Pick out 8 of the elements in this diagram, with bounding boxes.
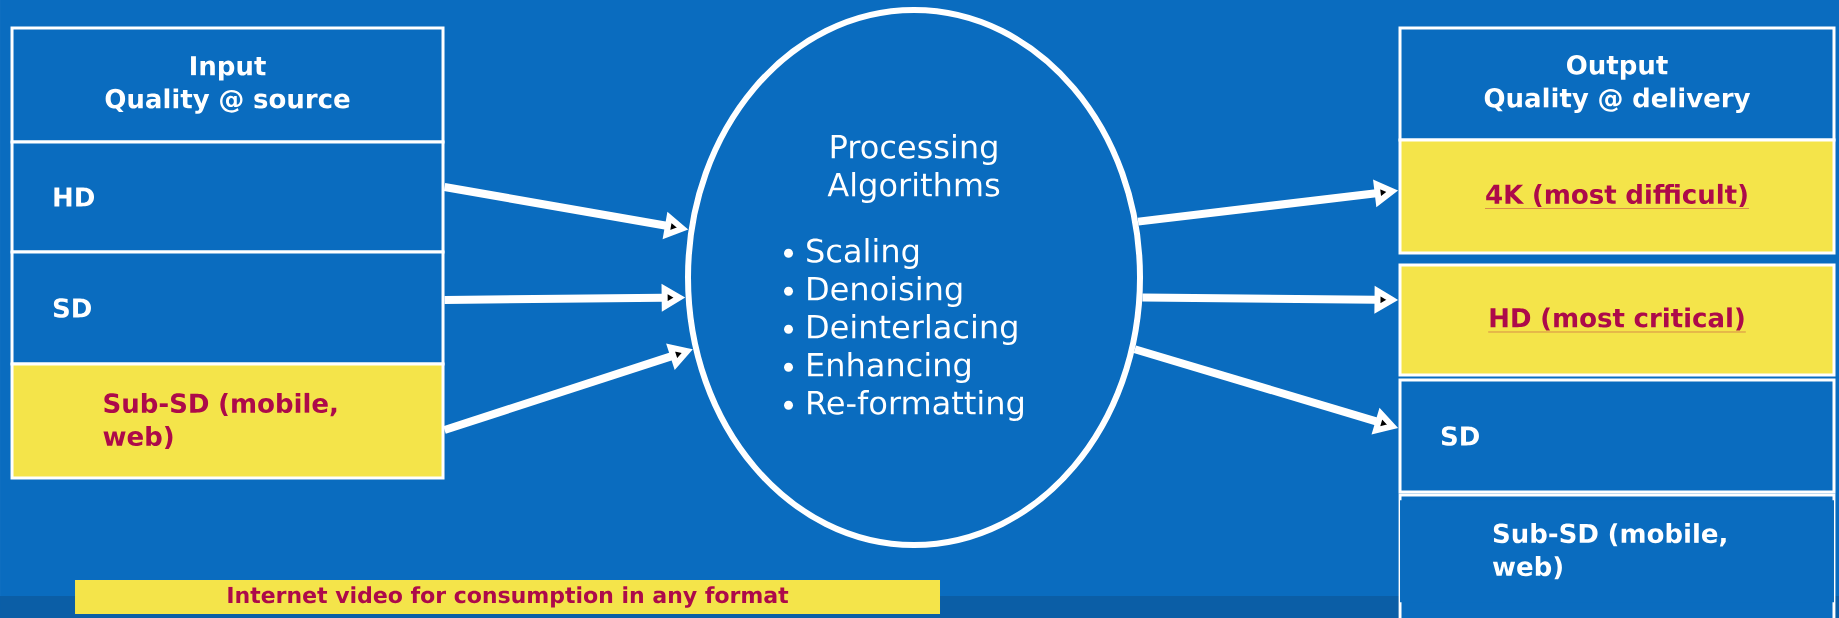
table-row: Sub-SD (mobile, web) (1400, 500, 1834, 603)
table-row: SD (1398, 378, 1836, 494)
note-box: Internet video for consumption in any format (75, 580, 940, 614)
highlighted-row: HD (most critical) (1398, 263, 1836, 377)
table-row: SD (10, 250, 445, 366)
highlighted-row: 4K (most difficult) (1398, 138, 1836, 255)
table-row: HD (10, 140, 445, 254)
highlighted-row: Sub-SD (mobile, web) (10, 362, 445, 480)
